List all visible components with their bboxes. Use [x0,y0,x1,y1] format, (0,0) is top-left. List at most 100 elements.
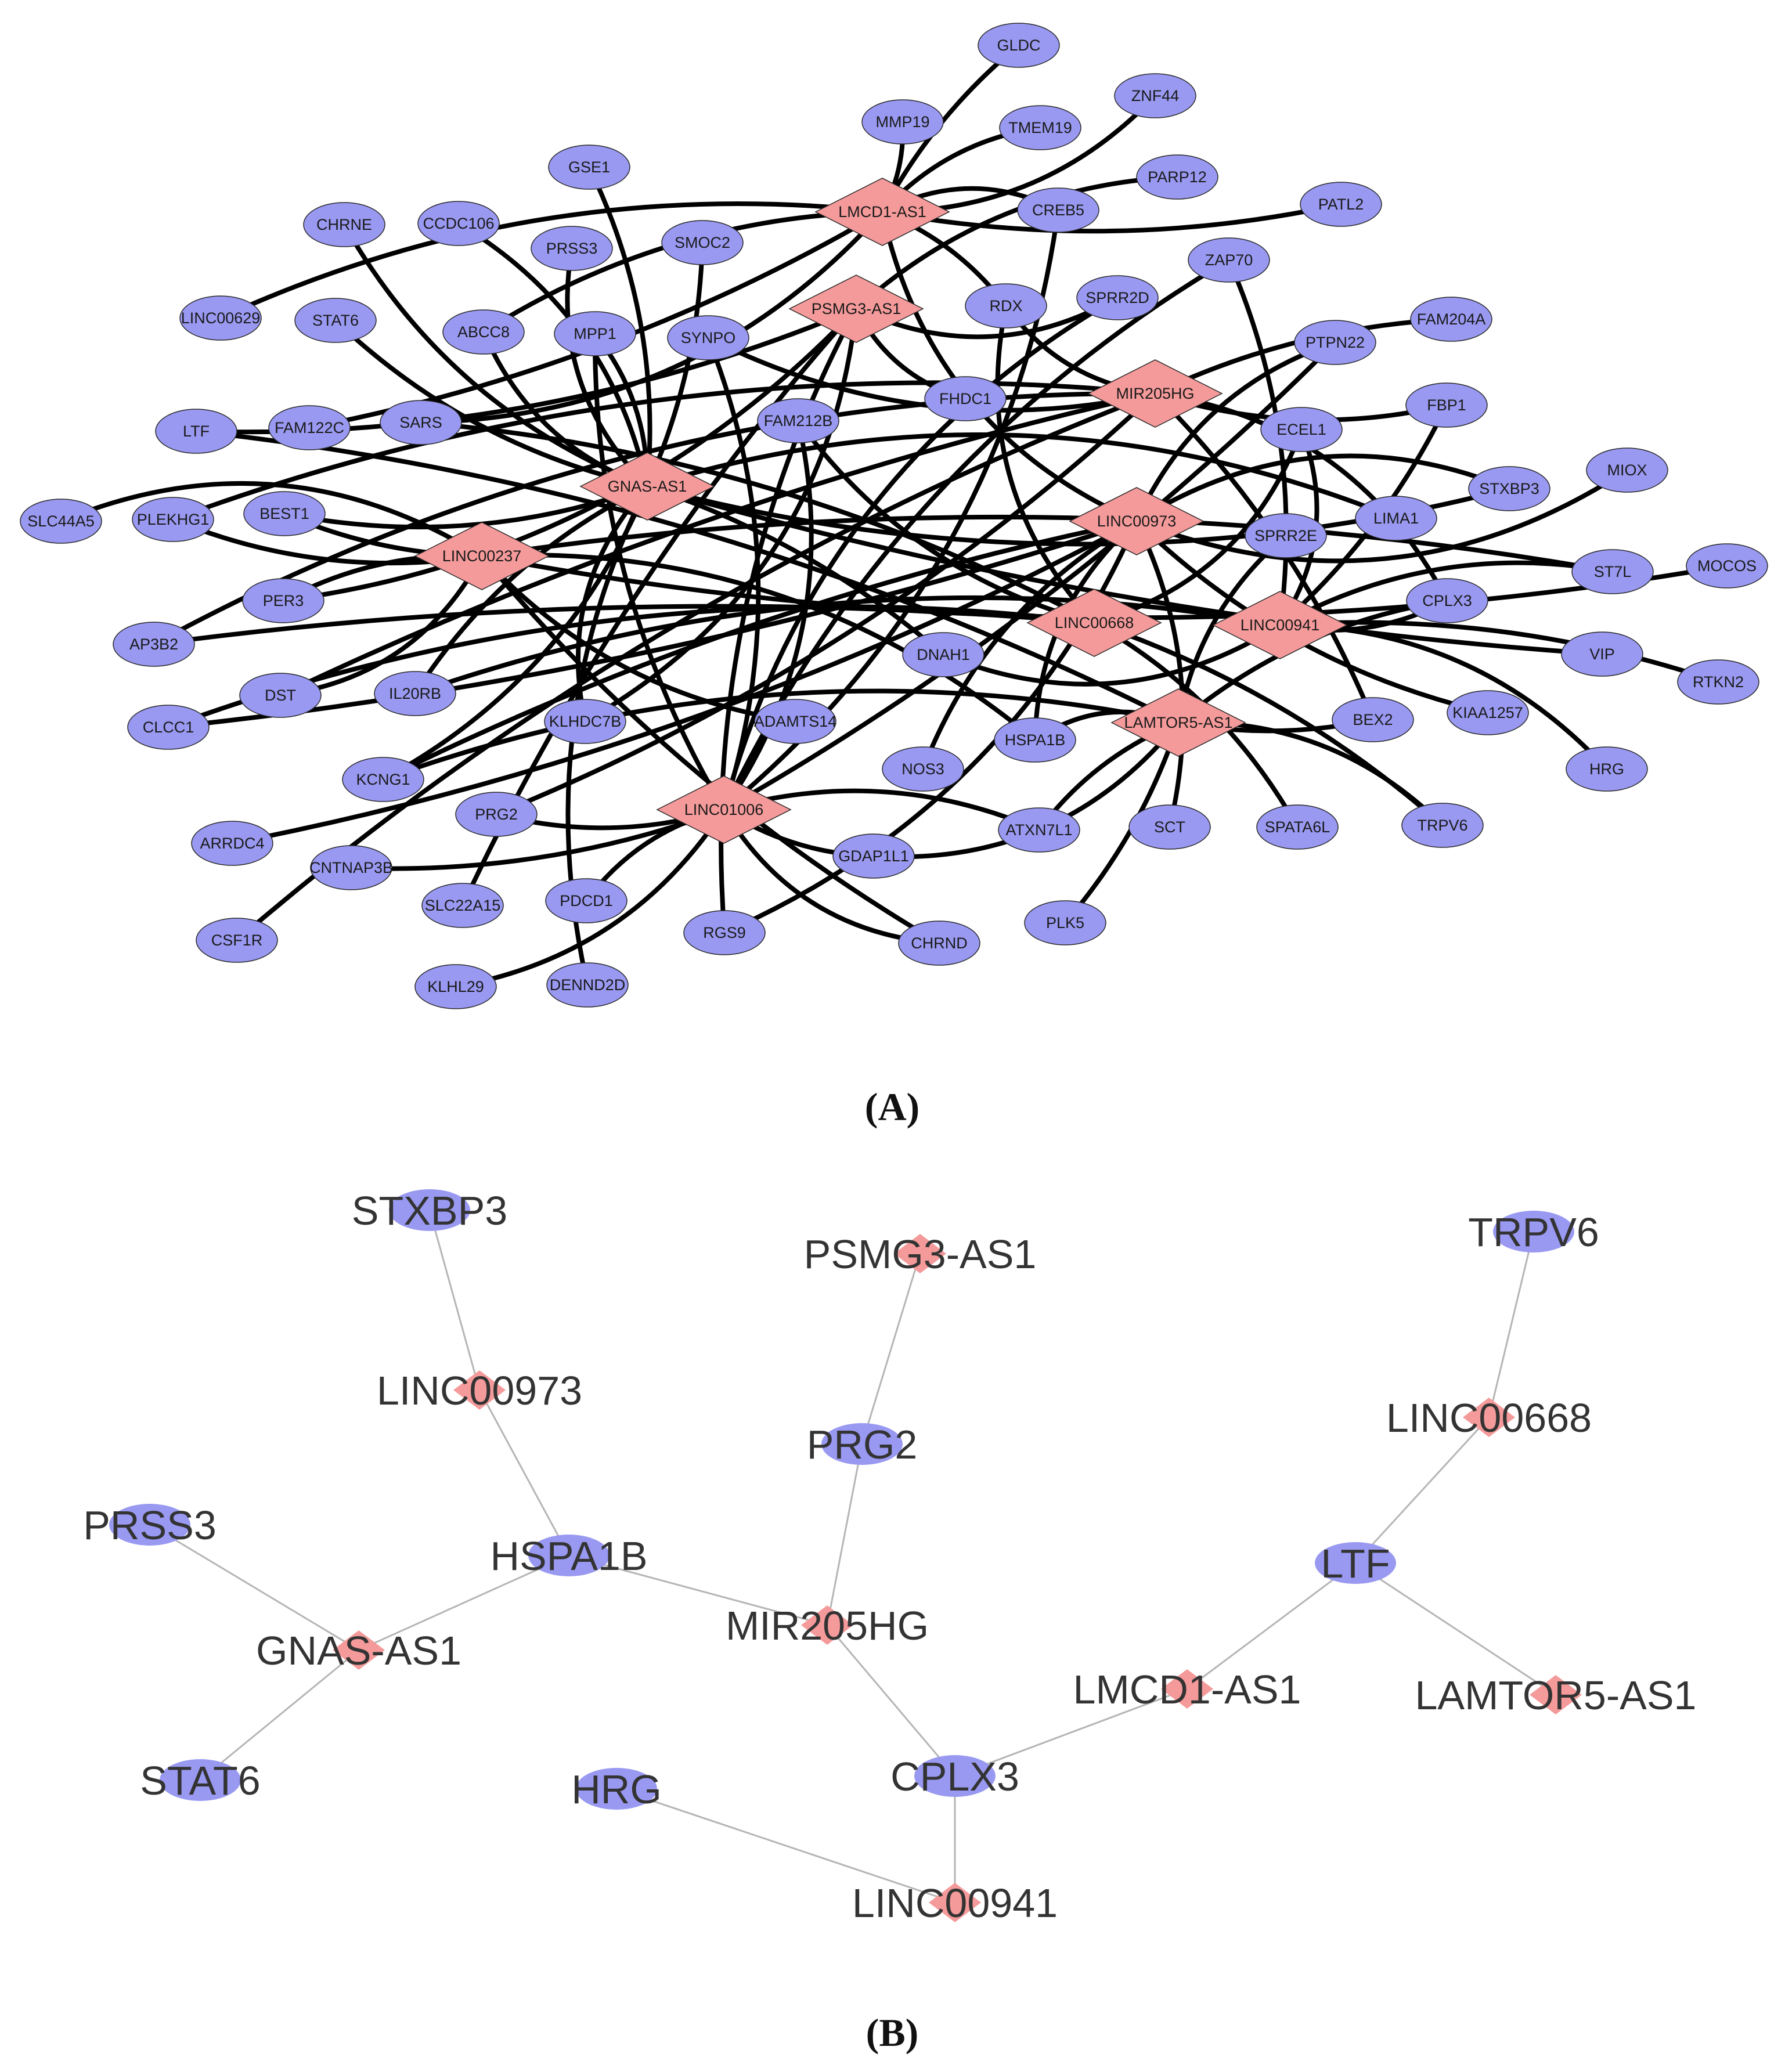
node-lamtor5-as1[interactable]: LAMTOR5-AS1 [1110,688,1246,757]
node-mir205hg[interactable]: MIR205HG [1087,359,1223,428]
node-linc00668[interactable]: LINC00668 [1026,589,1162,657]
node-gldc[interactable]: GLDC [978,23,1060,68]
node-mocos[interactable]: MOCOS [1686,543,1768,589]
node-best1[interactable]: BEST1 [243,491,326,536]
node-linc00941[interactable]: LINC00941 [1212,591,1348,659]
node-fam204a[interactable]: FAM204A [1410,297,1492,342]
node-st7l[interactable]: ST7L [1571,549,1654,594]
node-prss3[interactable]: PRSS3 [83,1503,217,1548]
node-mir205hg[interactable]: MIR205HG [726,1603,929,1648]
node-dennd2d[interactable]: DENND2D [546,962,629,1008]
node-kcng1[interactable]: KCNG1 [342,757,424,802]
node-fam212b[interactable]: FAM212B [757,398,839,443]
node-spata6l[interactable]: SPATA6L [1256,804,1339,850]
node-vip[interactable]: VIP [1561,631,1643,677]
node-csf1r[interactable]: CSF1R [196,918,278,963]
node-label: LINC00629 [181,309,261,327]
node-ptpn22[interactable]: PTPN22 [1294,320,1376,365]
node-slc44a5[interactable]: SLC44A5 [20,499,102,544]
node-linc00973[interactable]: LINC00973 [377,1368,582,1413]
node-label: PDCD1 [560,892,613,909]
node-stat6[interactable]: STAT6 [294,298,377,343]
node-smoc2[interactable]: SMOC2 [661,220,744,265]
node-linc00941[interactable]: LINC00941 [852,1880,1058,1926]
node-chrnd[interactable]: CHRND [898,921,980,966]
node-ccdc106[interactable]: CCDC106 [417,201,500,246]
node-fhdc1[interactable]: FHDC1 [924,376,1007,421]
node-klhdc7b[interactable]: KLHDC7B [544,699,626,744]
node-lima1[interactable]: LIMA1 [1355,496,1437,541]
node-sprr2d[interactable]: SPRR2D [1076,275,1159,320]
node-linc01006[interactable]: LINC01006 [656,775,792,844]
node-rgs9[interactable]: RGS9 [683,910,766,955]
node-fbp1[interactable]: FBP1 [1405,382,1488,428]
node-stxbp3[interactable]: STXBP3 [1468,466,1550,511]
node-chrne[interactable]: CHRNE [303,202,385,247]
node-prg2[interactable]: PRG2 [807,1422,918,1467]
node-mpp1[interactable]: MPP1 [554,311,636,356]
node-psmg3-as1[interactable]: PSMG3-AS1 [804,1232,1037,1277]
node-tmem19[interactable]: TMEM19 [999,105,1081,150]
node-sprr2e[interactable]: SPRR2E [1245,513,1327,558]
node-slc22a15[interactable]: SLC22A15 [421,883,504,928]
node-trpv6[interactable]: TRPV6 [1401,803,1484,848]
node-cplx3[interactable]: CPLX3 [890,1754,1019,1799]
node-ap3b2[interactable]: AP3B2 [113,622,195,667]
node-per3[interactable]: PER3 [242,578,324,623]
node-ecel1[interactable]: ECEL1 [1260,407,1343,452]
node-abcc8[interactable]: ABCC8 [442,309,525,355]
node-lmcd1-as1[interactable]: LMCD1-AS1 [1073,1667,1301,1712]
node-cntnap3b[interactable]: CNTNAP3B [309,845,393,890]
node-linc00629[interactable]: LINC00629 [179,295,262,341]
node-lmcd1-as1[interactable]: LMCD1-AS1 [814,178,950,246]
node-kiaa1257[interactable]: KIAA1257 [1447,690,1529,735]
node-hrg[interactable]: HRG [1566,746,1648,792]
node-hspa1b[interactable]: HSPA1B [994,717,1076,763]
node-atxn7l1[interactable]: ATXN7L1 [998,807,1080,853]
node-linc00973[interactable]: LINC00973 [1069,487,1205,555]
node-gse1[interactable]: GSE1 [548,145,630,190]
node-prss3[interactable]: PRSS3 [531,226,613,271]
node-stxbp3[interactable]: STXBP3 [352,1188,507,1233]
node-sct[interactable]: SCT [1128,804,1211,850]
node-ltf[interactable]: LTF [155,409,237,454]
node-linc00668[interactable]: LINC00668 [1386,1395,1592,1441]
node-psmg3-as1[interactable]: PSMG3-AS1 [788,275,924,343]
node-linc00237[interactable]: LINC00237 [414,522,550,590]
node-prg2[interactable]: PRG2 [455,792,538,837]
node-clcc1[interactable]: CLCC1 [127,705,210,750]
node-fam122c[interactable]: FAM122C [268,405,351,450]
node-dst[interactable]: DST [239,673,322,718]
node-plk5[interactable]: PLK5 [1024,900,1106,945]
node-plekhg1[interactable]: PLEKHG1 [132,497,214,542]
node-il20rb[interactable]: IL20RB [374,671,456,716]
node-nos3[interactable]: NOS3 [882,746,964,792]
node-cplx3[interactable]: CPLX3 [1406,578,1488,623]
node-gnas-as1[interactable]: GNAS-AS1 [579,452,715,521]
node-patl2[interactable]: PATL2 [1300,182,1382,227]
node-stat6[interactable]: STAT6 [140,1758,260,1803]
node-zap70[interactable]: ZAP70 [1188,237,1270,283]
node-hrg[interactable]: HRG [571,1767,662,1812]
node-rtkn2[interactable]: RTKN2 [1677,659,1759,705]
node-lamtor5-as1[interactable]: LAMTOR5-AS1 [1415,1673,1697,1718]
node-sars[interactable]: SARS [380,400,462,445]
node-rdx[interactable]: RDX [965,283,1047,329]
node-arrdc4[interactable]: ARRDC4 [191,821,273,866]
node-ltf[interactable]: LTF [1315,1541,1396,1586]
node-mmp19[interactable]: MMP19 [861,99,944,145]
node-synpo[interactable]: SYNPO [667,315,749,360]
node-miox[interactable]: MIOX [1586,447,1668,493]
node-klhl29[interactable]: KLHL29 [414,964,497,1009]
node-dnah1[interactable]: DNAH1 [902,632,985,677]
node-gdap1l1[interactable]: GDAP1L1 [832,833,915,879]
node-pdcd1[interactable]: PDCD1 [545,878,628,923]
node-creb5[interactable]: CREB5 [1017,187,1099,233]
node-hspa1b[interactable]: HSPA1B [490,1533,647,1579]
node-gnas-as1[interactable]: GNAS-AS1 [256,1628,461,1673]
node-znf44[interactable]: ZNF44 [1114,73,1196,118]
node-trpv6[interactable]: TRPV6 [1468,1210,1599,1255]
node-parp12[interactable]: PARP12 [1136,154,1218,200]
node-adamts14[interactable]: ADAMTS14 [754,699,837,744]
node-bex2[interactable]: BEX2 [1332,697,1414,742]
